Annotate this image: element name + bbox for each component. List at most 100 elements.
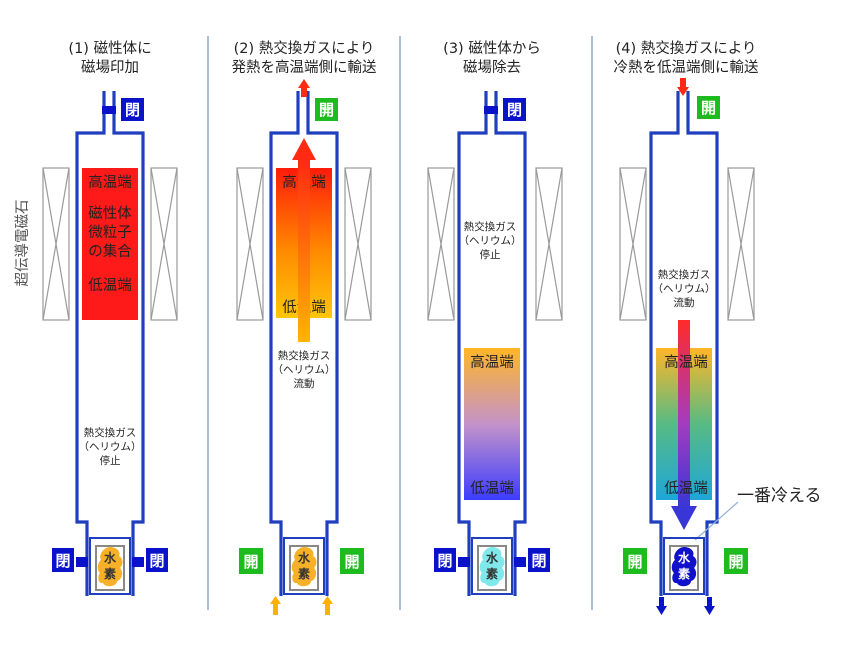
tube-outline — [649, 91, 719, 596]
right-valve-label: 開 — [344, 553, 359, 571]
right-valve-label: 閉 — [149, 552, 164, 570]
right-valve-closed — [146, 548, 168, 572]
coldest-callout-line — [694, 501, 739, 541]
top-valve-open — [697, 96, 720, 119]
hot-end-label: 高温端 — [664, 354, 708, 371]
right-valve-label: 開 — [728, 553, 743, 571]
step-title-line2: 発熱を高温端側に輸送 — [232, 59, 377, 76]
hydrogen-cell-frame — [669, 545, 699, 591]
left-valve-open — [623, 548, 647, 574]
magnetic-material — [464, 348, 520, 500]
magnetic-material — [82, 168, 138, 320]
left-valve-open — [239, 548, 263, 574]
left-valve-closed — [434, 548, 456, 572]
superconducting-magnet-right — [727, 167, 755, 321]
superconducting-magnet-right — [150, 167, 178, 321]
tube-outline — [269, 91, 339, 596]
hydrogen-chamber — [89, 537, 131, 595]
top-valve-label: 開 — [701, 99, 716, 117]
gas-inlet-arrow-left — [270, 596, 281, 615]
top-valve-open — [315, 98, 338, 121]
top-valve-gate — [484, 106, 498, 114]
step-title-line1: (3) 磁性体から — [443, 40, 541, 57]
hot-end-label: 高温端 — [88, 174, 132, 191]
hydrogen-label-2: 素 — [104, 566, 116, 581]
top-valve-closed — [503, 98, 526, 121]
gas-status-line3: 流動 — [294, 377, 315, 390]
gas-status-line2: （ヘリウム） — [653, 283, 716, 295]
top-valve-gate — [102, 106, 116, 114]
hydrogen-blob — [479, 547, 505, 587]
gas-status-line3: 停止 — [480, 248, 501, 261]
step-title-line2: 磁場除去 — [463, 59, 521, 76]
hydrogen-label-1: 水 — [298, 550, 311, 565]
cold-end-label: 低温端 — [88, 277, 132, 294]
right-valve-closed — [528, 548, 550, 572]
cold-end-label: 低温端 — [470, 480, 514, 497]
right-valve-open — [724, 548, 748, 574]
step-title-line1: (1) 磁性体に — [68, 40, 151, 57]
superconducting-magnet-right — [344, 167, 372, 321]
hot-end-label: 高温端 — [470, 354, 514, 371]
panel-step-1: (1) 磁性体に 磁場印加 高温端 磁性体 微粒子 の集合 低温端 熱交換ガス … — [42, 40, 178, 596]
superconducting-magnet-right — [535, 167, 563, 321]
hydrogen-blob — [97, 547, 123, 587]
hydrogen-cell-frame — [95, 545, 125, 591]
gas-outlet-arrow-left — [656, 597, 667, 615]
cold-end-label: 低温端 — [664, 480, 708, 497]
gas-status-line1: 熱交換ガス — [464, 220, 517, 233]
particles-line2: 微粒子 — [88, 224, 132, 241]
top-valve-label: 開 — [319, 101, 334, 119]
gas-status-line3: 流動 — [674, 296, 695, 309]
left-valve-label: 閉 — [55, 552, 70, 570]
superconducting-magnet-left — [619, 167, 647, 321]
particles-line3: の集合 — [88, 243, 132, 260]
superconducting-magnet-left — [42, 167, 70, 321]
hydrogen-label-2: 素 — [486, 566, 498, 581]
hydrogen-blob — [291, 547, 317, 587]
top-valve-closed — [121, 98, 144, 121]
step-title-line2: 冷熱を低温端側に輸送 — [614, 59, 759, 76]
hydrogen-chamber — [471, 537, 513, 595]
step-title-line2: 磁場印加 — [81, 59, 139, 76]
heat-flow-arrow-up — [292, 138, 316, 342]
hydrogen-cell-frame — [477, 545, 507, 591]
left-valve-label: 閉 — [437, 552, 452, 570]
hydrogen-chamber — [283, 537, 325, 595]
hydrogen-label-2: 素 — [678, 566, 690, 581]
gas-outlet-arrow-right — [704, 597, 715, 615]
gas-status-line2: （ヘリウム） — [79, 441, 142, 453]
hot-gas-outlet-arrow — [298, 79, 310, 97]
top-valve-label: 閉 — [125, 101, 140, 119]
right-valve-gate — [514, 557, 526, 567]
top-valve-label: 閉 — [507, 101, 522, 119]
gas-status-line1: 熱交換ガス — [658, 268, 711, 281]
tube-outline — [75, 91, 145, 596]
cold-flow-arrow-down — [671, 320, 697, 530]
hydrogen-cell-frame — [289, 545, 319, 591]
step-title-line1: (2) 熱交換ガスにより — [234, 39, 375, 57]
gas-inlet-arrow-right — [322, 596, 333, 615]
left-valve-gate — [458, 557, 470, 567]
particles-line1: 磁性体 — [88, 205, 132, 222]
step-title-line1: (4) 熱交換ガスにより — [616, 39, 757, 57]
gas-status-line2: （ヘリウム） — [273, 364, 336, 376]
gas-status-line2: （ヘリウム） — [459, 235, 522, 247]
hydrogen-chamber — [663, 537, 705, 595]
hydrogen-blob — [671, 547, 697, 587]
coldest-callout: 一番冷える — [737, 486, 822, 506]
left-valve-label: 開 — [243, 553, 258, 571]
superconducting-magnet-left — [236, 167, 264, 321]
right-valve-open — [340, 548, 364, 574]
hydrogen-label-2: 素 — [298, 566, 310, 581]
cold-gas-inlet-arrow — [677, 78, 689, 96]
right-valve-gate — [132, 557, 144, 567]
gas-status-line1: 熱交換ガス — [278, 349, 331, 362]
hydrogen-label-1: 水 — [104, 550, 117, 565]
superconducting-magnet-left — [427, 167, 455, 321]
left-valve-gate — [76, 557, 88, 567]
gas-status-line3: 停止 — [100, 454, 121, 467]
panel-step-3: (3) 磁性体から 磁場除去 熱交換ガス （ヘリウム） 停止 高温端 低温端 閉… — [427, 40, 563, 596]
right-valve-label: 閉 — [531, 552, 546, 570]
